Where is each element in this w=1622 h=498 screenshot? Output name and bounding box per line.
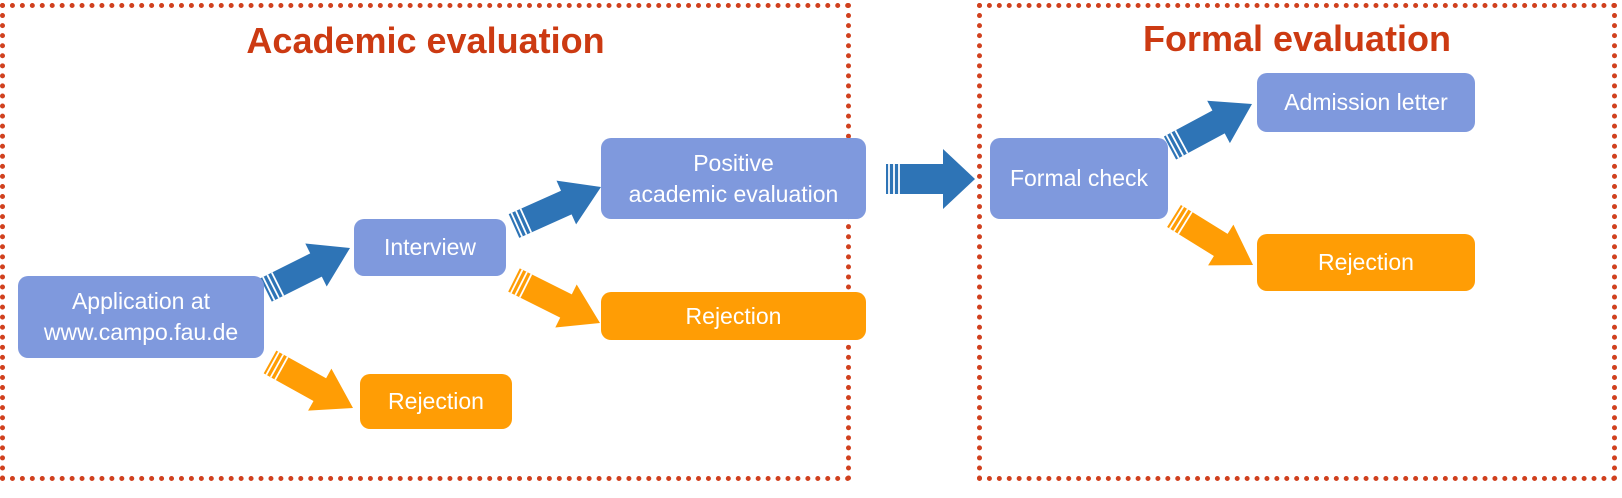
arrow-interview-to-positive xyxy=(508,180,601,238)
application-node: Application at www.campo.fau.de xyxy=(18,276,264,358)
positive-academic-evaluation-node: Positive academic evaluation xyxy=(601,138,866,219)
rejection-node-formal: Rejection xyxy=(1257,234,1475,291)
admission-letter-node-label: Admission letter xyxy=(1284,89,1448,115)
formal-check-node-label: Formal check xyxy=(1009,165,1149,191)
formal-evaluation-panel: Formal evaluation xyxy=(977,3,1617,481)
interview-node: Interview xyxy=(354,219,506,276)
interview-node-label: Interview xyxy=(383,234,477,260)
application-node-line2: www.campo.fau.de xyxy=(43,319,239,345)
arrow-positive-to-formal_check xyxy=(886,149,975,209)
rejection-node-application: Rejection xyxy=(360,374,512,429)
arrow-interview-to-rejection_2 xyxy=(508,268,600,328)
admission-letter-node: Admission letter xyxy=(1257,73,1475,132)
arrow-formal_check-to-admission xyxy=(1163,100,1252,160)
academic-evaluation-title: Academic evaluation xyxy=(246,20,605,61)
academic-evaluation-panel: Academic evaluation xyxy=(0,3,851,481)
application-node-line1: Application at xyxy=(71,288,211,314)
arrow-application-to-rejection_1 xyxy=(263,350,353,411)
positive-node-line1: Positive xyxy=(693,149,774,176)
formal-evaluation-title: Formal evaluation xyxy=(1142,18,1452,59)
arrow-application-to-interview xyxy=(260,243,350,302)
arrow-formal_check-to-rejection_3 xyxy=(1167,205,1253,266)
rejection-node-application-label: Rejection xyxy=(388,388,484,414)
formal-check-node: Formal check xyxy=(990,138,1168,219)
rejection-node-interview-label: Rejection xyxy=(685,302,782,329)
positive-node-line2: academic evaluation xyxy=(628,180,839,207)
rejection-node-formal-label: Rejection xyxy=(1318,249,1414,275)
rejection-node-interview: Rejection xyxy=(601,292,866,340)
